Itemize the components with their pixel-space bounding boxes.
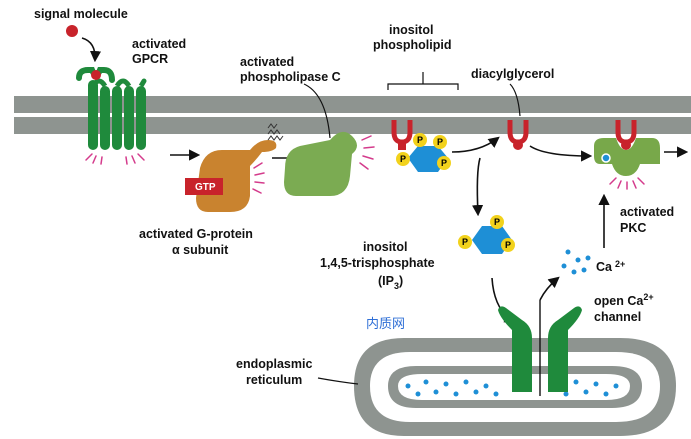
ip3-phosphate-1: P [462,237,468,247]
signal-molecule [66,25,102,63]
gpcr-receptor [76,67,147,165]
gpcr-label-line1: activated [132,37,186,51]
gprotein-label-line2: α subunit [172,243,229,257]
ca-channel [498,306,582,392]
gtp-label: GTP [195,182,216,193]
ip3-label-line2: 1,4,5-trisphosphate [320,256,435,270]
inositol-phospholipid-label-line1: inositol [389,23,433,37]
phosphate-4: P [441,158,447,168]
ip3-molecule: P P P [458,215,515,254]
arrow-to-ip3 [471,157,484,217]
gpcr-label-line2: GPCR [132,52,168,66]
channel-label-line2: channel [594,310,641,324]
signal-molecule-label: signal molecule [34,7,128,21]
inositol-phospholipid-label-line2: phospholipid [373,38,451,52]
diacylglycerol [507,83,529,150]
inositol-phospholipid: P P P P [387,72,459,172]
gprotein-alpha-subunit: GTP [185,123,284,212]
phosphate-3: P [437,137,443,147]
er-label-line1: endoplasmic [236,357,312,371]
pkc [594,120,660,190]
pkc-label-line1: activated [620,205,674,219]
phosphate-2: P [417,135,423,145]
arrow-dag-to-pkc [529,145,593,162]
phospholipase-c [284,83,375,196]
ip3-label-line3: (IP3) [378,274,403,291]
gprotein-label-line1: activated G-protein [139,227,253,241]
plasma-membrane [14,96,691,134]
plc-label-line2: phospholipase C [240,70,341,84]
ip3-phosphate-3: P [505,240,511,250]
pkc-label-line2: PKC [620,221,646,235]
channel-label-line1: open Ca2+ [594,292,654,308]
ip3-phosphate-2: P [494,217,500,227]
dag-label: diacylglycerol [471,67,554,81]
phosphate-1: P [400,154,406,164]
ip3-label-line1: inositol [363,240,407,254]
arrow-to-dag [451,136,500,153]
calcium-ions [561,249,591,275]
er-pointer-line [317,377,359,385]
er-label-line2: reticulum [246,373,302,387]
plc-label-line1: activated [240,55,294,69]
arrow-ca-release [539,276,560,301]
watermark-label: 内质网 [366,316,405,332]
